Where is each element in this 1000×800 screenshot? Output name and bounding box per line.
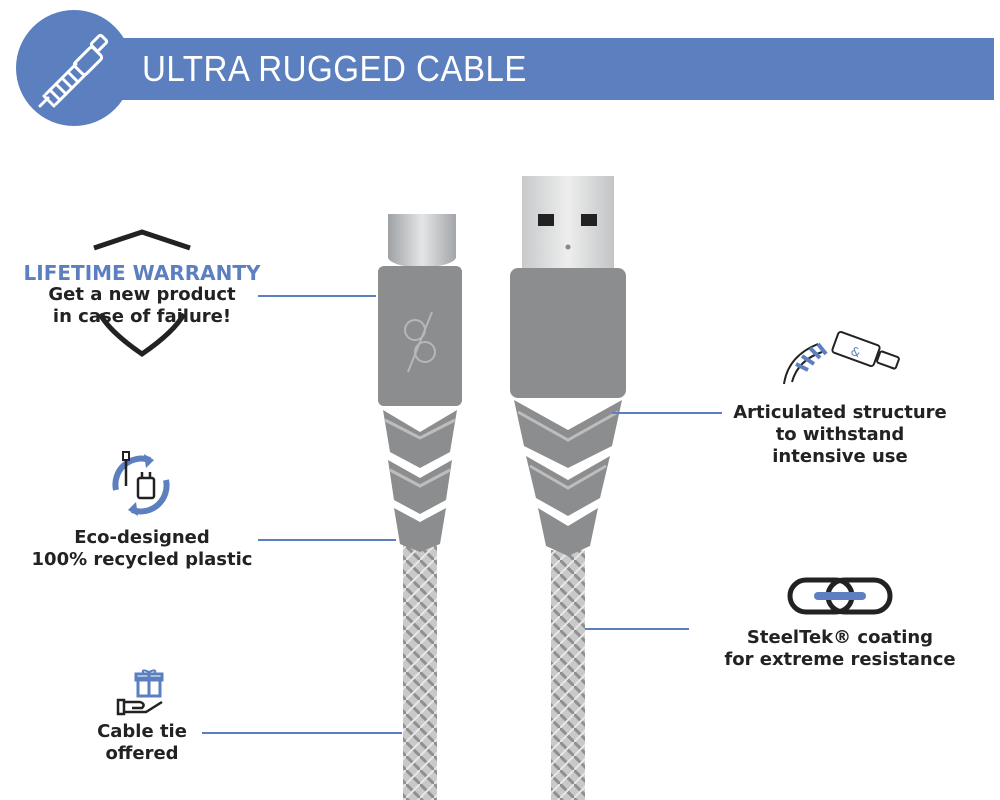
warranty-connector	[258, 295, 376, 297]
cable-logo-icon	[16, 10, 132, 126]
steeltek-connector	[585, 628, 689, 630]
feature-eco: Eco-designed 100% recycled plastic	[30, 527, 254, 571]
steeltek-line1: SteelTek® coating	[746, 627, 934, 648]
warranty-line1: Get a new product	[48, 284, 236, 305]
feature-articulated: Articulated structure to withstand inten…	[722, 402, 958, 468]
feature-cable-tie: Cable tie offered	[80, 721, 204, 765]
eco-connector	[258, 539, 396, 541]
brand-logo-icon	[404, 311, 436, 373]
articulated-line3: intensive use	[772, 446, 908, 467]
cable-tie-line1: Cable tie	[97, 721, 187, 742]
recycle-charger-icon	[112, 451, 170, 516]
warranty-title: LIFETIME WARRANTY	[23, 261, 261, 285]
gift-hand-icon	[116, 669, 164, 716]
warranty-line2: in case of failure!	[52, 306, 232, 327]
feature-warranty: LIFETIME WARRANTY Get a new product in c…	[22, 262, 262, 328]
header-banner	[60, 38, 994, 100]
shield-icon	[93, 229, 191, 358]
usb-c-cable	[378, 214, 462, 800]
feature-steeltek: SteelTek® coating for extreme resistance	[716, 627, 964, 671]
steeltek-line2: for extreme resistance	[724, 649, 956, 670]
svg-text:&: &	[849, 344, 863, 360]
articulated-line1: Articulated structure	[733, 402, 947, 423]
articulated-connector	[612, 412, 722, 414]
articulated-cable-icon: &	[783, 330, 900, 385]
eco-line2: 100% recycled plastic	[31, 549, 253, 570]
cable-tie-line2: offered	[105, 743, 179, 764]
articulated-line2: to withstand	[775, 424, 905, 445]
page-title: ULTRA RUGGED CABLE	[142, 48, 527, 89]
chain-link-icon	[787, 577, 893, 615]
cable-tie-connector	[202, 732, 402, 734]
eco-line1: Eco-designed	[74, 527, 210, 548]
usb-a-cable	[510, 176, 626, 800]
